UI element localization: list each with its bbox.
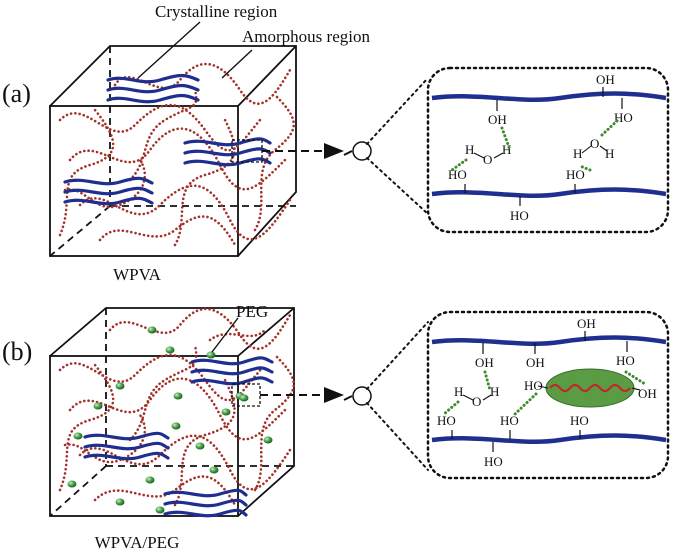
zoom-cone: [366, 321, 429, 471]
cube-b-top-right-edge: [237, 307, 295, 357]
peg-particle: [171, 422, 181, 430]
cube-a-front-face: [49, 105, 239, 257]
crystalline-bundles-a: [63, 73, 272, 206]
water-molecule: H O H: [454, 384, 499, 409]
cube-b-hidden-edges: [49, 308, 294, 517]
h-atom: H: [490, 384, 499, 399]
caption-wpva-peg: WPVA/PEG: [95, 533, 180, 552]
o-atom: O: [483, 152, 492, 167]
zoom-circle: [352, 386, 372, 406]
panel-a: (a): [2, 2, 670, 284]
label-leaders-a: [137, 21, 253, 79]
oh-label: OH: [577, 316, 596, 331]
amorphous-region-label: Amorphous region: [242, 27, 370, 46]
panel-b-label: (b): [2, 337, 32, 366]
crystalline-bundle: [190, 356, 274, 386]
peg-particle: [263, 436, 273, 444]
oh-label: OH: [475, 355, 494, 370]
peg-particle: [165, 346, 175, 354]
peg-particle: [115, 498, 125, 506]
peg-particles: [67, 326, 273, 514]
zoom-cone: [366, 77, 429, 215]
caption-wpva: WPVA: [113, 265, 162, 284]
cube-a-top-right-edge: [237, 45, 297, 107]
crystalline-bundle: [63, 176, 154, 206]
panel-b: (b): [2, 302, 670, 552]
crystalline-bundle: [183, 137, 272, 167]
ho-label: HO: [437, 413, 456, 428]
water-molecule: H O H: [573, 136, 614, 161]
crystalline-region-label: Crystalline region: [155, 2, 278, 21]
zoom-stub: [343, 395, 353, 401]
peg-particle: [209, 466, 219, 474]
ho-label: HO: [484, 454, 503, 469]
polymer-chain-top: [431, 91, 667, 102]
zoom-indicator-a: [231, 77, 429, 215]
peg-particle: [206, 351, 216, 359]
water-molecule: H O H: [465, 142, 511, 167]
peg-particle: [67, 480, 77, 488]
cube-a-hidden-edges: [49, 46, 296, 257]
peg-particle: [115, 382, 125, 390]
peg-particle: [173, 392, 183, 400]
ho-label: HO: [616, 353, 635, 368]
peg-particle: [155, 506, 165, 514]
h-atom: H: [502, 142, 511, 157]
h-atom: H: [573, 146, 582, 161]
cube-b: [49, 307, 295, 517]
polymer-chain-bottom: [431, 187, 667, 198]
peg-label: PEG: [236, 302, 268, 321]
peg-particle: [73, 432, 83, 440]
peg-molecule: HO OH: [524, 368, 657, 408]
panel-a-label: (a): [2, 79, 31, 108]
o-atom: O: [472, 394, 481, 409]
peg-particle: [239, 394, 249, 402]
crystalline-leader: [137, 21, 201, 79]
ho-label: HO: [500, 413, 519, 428]
crystalline-bundle: [106, 73, 200, 104]
ho-label: HO: [614, 110, 633, 125]
crystalline-bundle: [163, 488, 248, 518]
peg-particle: [195, 442, 205, 450]
oh-label: OH: [596, 72, 615, 87]
oh-label: OH: [526, 355, 545, 370]
zoom-circle: [352, 141, 372, 161]
zoom-indicator-b: [231, 321, 429, 471]
hydrogen-bonds-a: [450, 118, 620, 172]
h-atom: H: [454, 384, 463, 399]
amorphous-chains-a: [58, 62, 295, 247]
ho-label: HO: [510, 208, 529, 223]
crystalline-bundles-b: [83, 356, 274, 518]
amorphous-chains-b: [58, 307, 295, 507]
h-atom: H: [465, 142, 474, 157]
zoom-panel-a: OH OH HO HO HO HO H O H H O H: [426, 66, 670, 234]
peg-chain: [549, 383, 631, 393]
peg-particle: [221, 408, 231, 416]
zoom-stub: [343, 150, 353, 156]
cube-b-front-face: [49, 355, 239, 517]
crystalline-bundle: [83, 431, 170, 461]
amorphous-leader: [221, 49, 253, 79]
ho-label: HO: [448, 167, 467, 182]
ho-label: HO: [566, 167, 585, 182]
bond-sticks-b: [451, 331, 628, 452]
peg-leader: [211, 317, 239, 353]
peg-particle: [147, 326, 157, 334]
ho-label: HO: [524, 378, 543, 393]
oh-label: OH: [488, 112, 507, 127]
peg-particle: [93, 402, 103, 410]
ho-label: HO: [570, 413, 589, 428]
polymer-chain-top: [431, 335, 667, 346]
oh-label: OH: [638, 386, 657, 401]
cube-a: [49, 45, 297, 257]
hydrogen-bonds-b: [442, 370, 647, 416]
h-atom: H: [605, 146, 614, 161]
o-atom: O: [590, 136, 599, 151]
bond-sticks-a: [464, 87, 623, 206]
zoom-panel-b: OH OH OH HO HO HO HO HO H O H HO: [426, 310, 670, 480]
peg-particle: [145, 476, 155, 484]
polymer-chain-bottom: [431, 433, 667, 444]
